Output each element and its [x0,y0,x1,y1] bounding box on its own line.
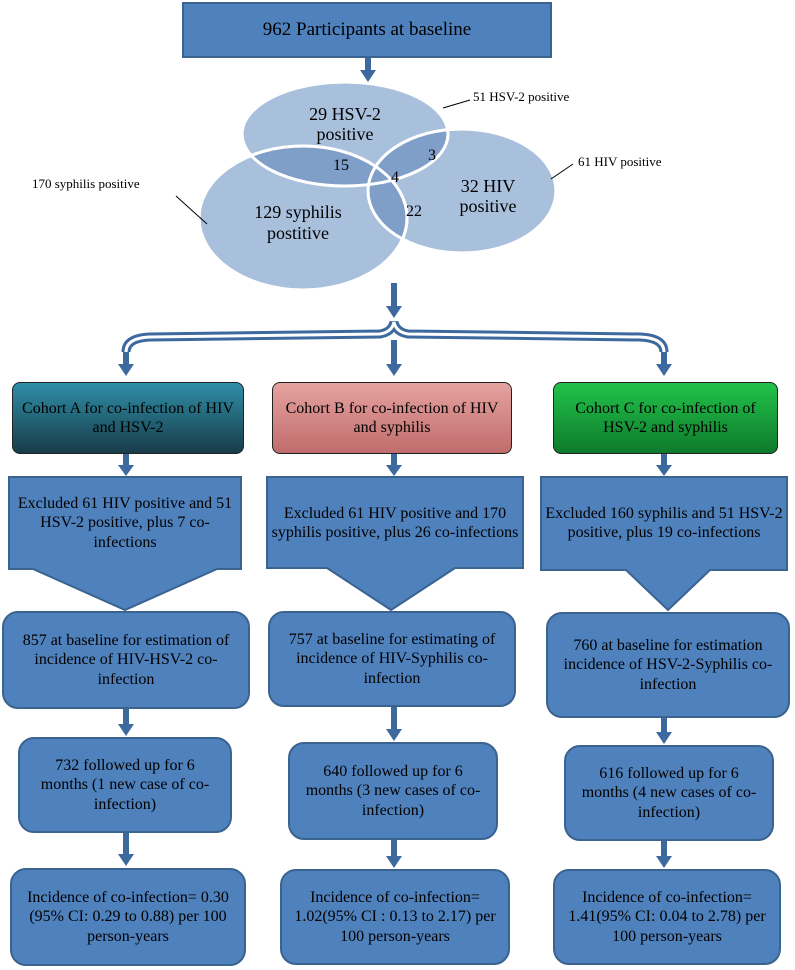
excluded-arrow-shapes [8,476,788,612]
cohort-a-excluded: Excluded 61 HIV positive and 51 HSV-2 po… [17,495,233,551]
cohort-b-excluded: Excluded 61 HIV positive and 170 syphili… [271,504,519,541]
cohort-c-baseline: 760 at baseline for estimation incidence… [546,612,790,718]
cohort-c-title: Cohort C for co-infection of HSV-2 and s… [575,399,756,436]
cohort-b-followed: 640 followed up for 6 months (3 new case… [288,742,498,840]
split-bracket [121,320,669,353]
venn-callouts [175,99,574,225]
baseline-text: 962 Participants at baseline [262,18,472,40]
venn-syph-label-1: 129 syphilis [254,202,342,222]
venn-diagram [197,80,558,292]
baseline-box: 962 Participants at baseline [182,2,552,58]
venn-hsv-label-1: 29 HSV-2 [309,104,381,124]
arrow-baseline-venn [360,58,376,82]
cohort-a-followed: 732 followed up for 6 months (1 new case… [18,737,232,833]
cohort-a-title: Cohort A for co-infection of HIV and HSV… [22,399,234,436]
venn-hiv-label-1: 32 HIV [461,176,516,196]
arrow-venn-bracket [386,283,402,318]
venn-overlap-all: 4 [391,169,399,186]
cohort-a-header: Cohort A for co-infection of HIV and HSV… [12,382,244,454]
cohort-c-incidence: Incidence of co-infection= 1.41(95% CI: … [553,869,781,965]
cohort-a-baseline: 857 at baseline for estimation of incide… [2,611,250,709]
cohort-b-header: Cohort B for co-infection of HIV and syp… [272,382,512,454]
cohort-arrows [118,453,672,868]
venn-syph-label-2: postitive [267,223,329,243]
venn-overlap-hsv-syph: 15 [333,157,349,174]
cohort-b-baseline: 757 at baseline for estimating of incide… [268,611,516,707]
cohort-b-title: Cohort B for co-infection of HIV and syp… [285,399,499,436]
venn-hiv-label-2: positive [460,196,517,216]
cohort-c-excluded: Excluded 160 syphilis and 51 HSV-2 posit… [545,504,783,541]
cohort-c-followed: 616 followed up for 6 months (4 new case… [564,745,774,841]
venn-overlap-hsv-hiv: 3 [428,147,436,164]
callout-syph: 170 syphilis positive [32,176,140,191]
callout-hsv: 51 HSV-2 positive [473,89,570,104]
venn-hsv-label-2: positive [317,124,374,144]
cohort-b-incidence: Incidence of co-infection= 1.02(95% CI :… [280,869,510,965]
callout-hiv: 61 HIV positive [578,154,662,169]
cohort-c-header: Cohort C for co-infection of HSV-2 and s… [553,382,778,454]
venn-overlap-hiv-syph: 22 [406,203,422,220]
bracket-arrowheads [118,340,672,376]
cohort-a-incidence: Incidence of co-infection= 0.30 (95% CI:… [10,868,246,966]
